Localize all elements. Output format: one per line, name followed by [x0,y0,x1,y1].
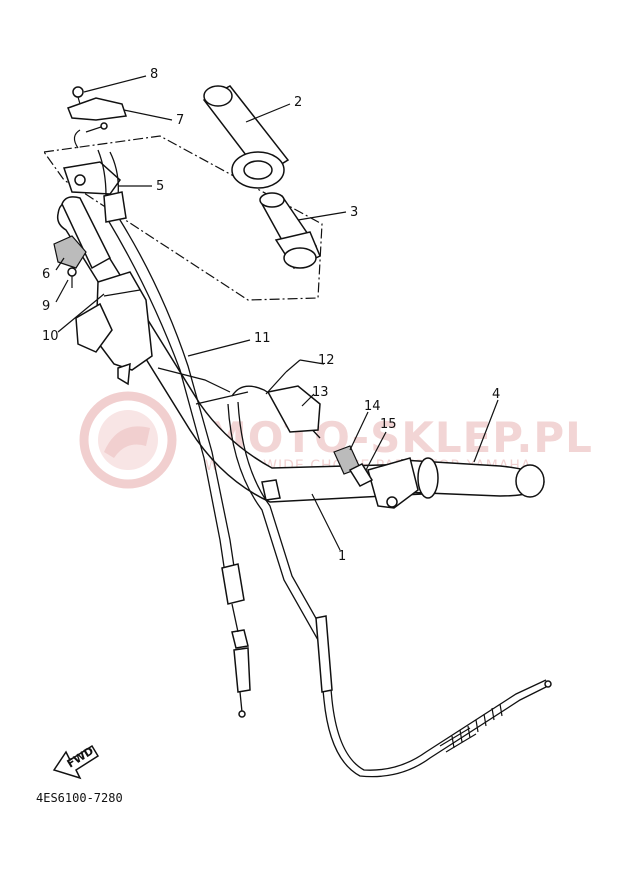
part-8-screw [72,86,84,105]
part-3-tube [259,192,321,269]
clutch-cable [227,385,552,778]
callout-2: 2 [294,95,302,110]
callout-14: 14 [364,399,381,414]
callout-7: 7 [176,113,184,128]
forward-arrow-icon: FWD [52,744,100,780]
callout-6: 6 [42,267,50,282]
callout-13: 13 [312,385,329,400]
callout-11: 11 [254,331,271,346]
callouts: 1 2 3 4 5 6 7 8 9 10 11 12 13 14 15 [42,67,500,564]
throttle-cable [97,149,251,718]
small-screw [85,122,108,133]
clutch-holder [367,457,419,509]
callout-3: 3 [350,205,358,220]
part-9-screw [67,267,77,288]
assembly-bracket [42,135,323,301]
leader-lines [55,75,499,551]
throttle-housing [75,271,153,386]
part-7-cover [67,97,127,149]
callout-9: 9 [42,299,50,314]
callout-1: 1 [338,549,346,564]
part-2-grip [202,85,290,189]
watermark-brand: MOTO-SKLEP.PL [205,413,593,462]
callout-12: 12 [318,353,335,368]
left-grip [401,457,545,499]
callout-4: 4 [492,387,500,402]
callout-10: 10 [42,329,59,344]
callout-15: 15 [380,417,397,432]
callout-5: 5 [156,179,164,194]
part-5-guide [63,161,121,195]
diagram-code: 4ES6100-7280 [36,791,123,805]
part-15-nut [348,463,374,487]
throttle-tube-bar [61,196,111,270]
watermark-logo-icon [79,391,177,489]
callout-8: 8 [150,67,158,82]
